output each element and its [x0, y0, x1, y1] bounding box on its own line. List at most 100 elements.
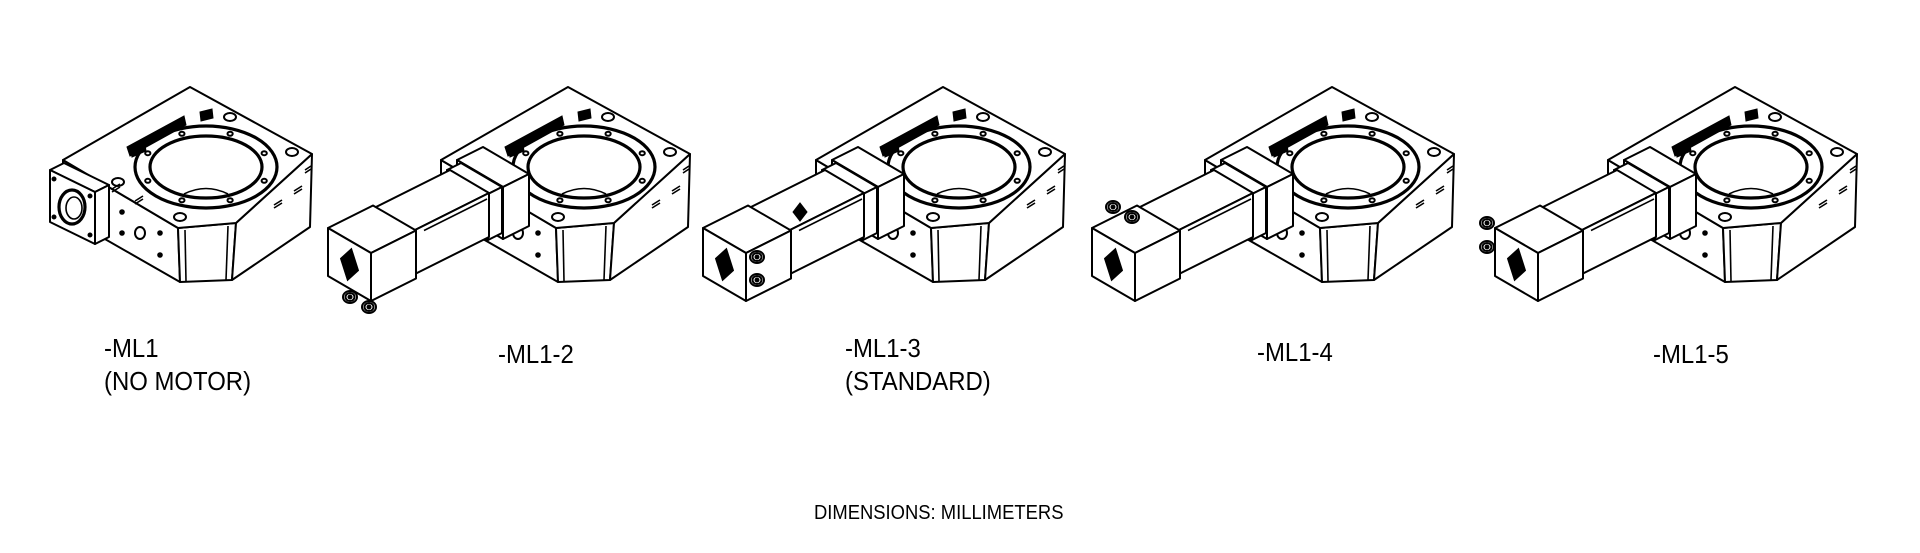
hidden-line-mark [1415, 199, 1425, 206]
bolt-hole [979, 197, 987, 204]
bolt-hole [522, 150, 530, 157]
connector-pin [754, 254, 760, 260]
manufacturer-logo-mark [507, 138, 525, 158]
rotary-stage-ml1-5 [1479, 86, 1858, 302]
hidden-line-mark [134, 195, 144, 202]
bolt-hole [556, 197, 564, 204]
model-code: -ML1 [104, 333, 159, 363]
hidden-line-mark [111, 186, 121, 193]
side-hole [910, 230, 916, 236]
cable-connector [342, 290, 358, 304]
bolt-hole [178, 197, 186, 204]
mounting-hole [551, 212, 565, 222]
hidden-line-mark [293, 185, 303, 192]
chamfer-edge-line [1367, 225, 1371, 281]
hidden-line-mark [1849, 165, 1857, 171]
bolt-hole [1013, 177, 1021, 184]
hidden-line-mark [682, 165, 690, 171]
chamfer-edge-line [978, 225, 982, 281]
cable-connector [1124, 210, 1140, 224]
hidden-line-mark [651, 202, 661, 209]
hidden-line-mark [134, 198, 144, 205]
chamfer-edge-line [1326, 229, 1329, 282]
aperture-bore-edge [561, 187, 607, 195]
hidden-line-mark [671, 188, 681, 195]
hidden-line-mark [304, 165, 312, 171]
mounting-hole [1768, 112, 1782, 122]
bolt-hole [1689, 150, 1697, 157]
bolt-hole [604, 130, 612, 137]
hidden-line-mark [1435, 185, 1445, 192]
cable-connector [749, 250, 765, 264]
bolt-hole [1286, 150, 1294, 157]
model-note: (STANDARD) [845, 366, 991, 396]
motor-body-groove [798, 198, 863, 232]
mounting-hole [173, 212, 187, 222]
bolt-hole [144, 150, 152, 157]
side-hole [1702, 230, 1708, 236]
bolt-hole [897, 150, 905, 157]
manufacturer-logo-mark [129, 138, 147, 158]
variant-label-ml1-2: -ML1-2 [498, 338, 574, 371]
rotary-ring-inner [1693, 134, 1809, 200]
warning-label-icon [339, 247, 360, 282]
motor-collar-side-face [1654, 186, 1670, 241]
bolt-hole [1771, 197, 1779, 204]
connector-pin [1484, 244, 1490, 250]
bolt-hole [1402, 150, 1410, 157]
connector-pin [347, 294, 353, 300]
bolt-hole [178, 130, 186, 137]
hidden-line-mark [273, 199, 283, 206]
connector-pin [366, 304, 372, 310]
mounting-hole [926, 212, 940, 222]
logo-badge [199, 108, 214, 122]
cable-connector [361, 300, 377, 314]
bolt-hole [1771, 130, 1779, 137]
mounting-hole [223, 112, 237, 122]
warning-label-icon [714, 247, 735, 282]
bolt-hole [931, 130, 939, 137]
chamfer-edge-line [1729, 229, 1732, 282]
stage-top-face [62, 86, 313, 229]
hidden-line-mark [1849, 168, 1857, 174]
mounting-hole [601, 112, 615, 122]
bolt-hole [1368, 197, 1376, 204]
cable-connector [1105, 200, 1121, 214]
hidden-line-mark [1026, 199, 1036, 206]
variant-label-ml1-4: -ML1-4 [1257, 336, 1333, 369]
connector-pin [1110, 204, 1116, 210]
motor-body-groove [1187, 198, 1252, 232]
manufacturer-logo-mark [882, 138, 900, 158]
hidden-line-mark [1026, 202, 1036, 209]
hidden-line-mark [1415, 202, 1425, 209]
motor-body-groove [1590, 198, 1655, 232]
housing-screw [51, 214, 57, 220]
rotary-ring-inner [901, 134, 1017, 200]
side-hole [119, 230, 125, 236]
bolt-hole [931, 197, 939, 204]
bolt-hole [604, 197, 612, 204]
variant-label-ml1-5: -ML1-5 [1653, 338, 1729, 371]
motor-collar-side-face [487, 186, 503, 241]
bolt-hole [638, 177, 646, 184]
warning-label-icon [1103, 247, 1124, 282]
housing-screw [51, 176, 57, 182]
mounting-hole [663, 147, 677, 157]
variant-label-ml1-3: -ML1-3 (STANDARD) [845, 332, 991, 398]
logo-badge [952, 108, 967, 122]
side-hole [910, 252, 916, 258]
connector-pin [1129, 214, 1135, 220]
hidden-line-mark [1838, 185, 1848, 192]
variant-label-ml1: -ML1 (NO MOTOR) [104, 332, 251, 398]
bolt-hole [556, 130, 564, 137]
worm-input-housing-front-face [49, 169, 96, 245]
model-code: -ML1-5 [1653, 339, 1729, 369]
dimensions-units-note: DIMENSIONS: MILLIMETERS [814, 502, 1064, 524]
side-hole [1702, 252, 1708, 258]
aperture-bore-edge [1728, 187, 1774, 195]
connector-pin [754, 277, 760, 283]
bolt-hole [1013, 150, 1021, 157]
hidden-line-mark [111, 183, 121, 190]
hidden-line-mark [1838, 188, 1848, 195]
